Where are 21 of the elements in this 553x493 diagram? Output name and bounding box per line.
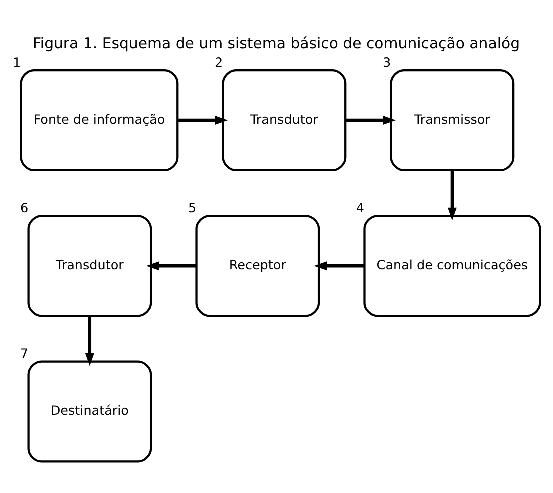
node-label: 5 bbox=[188, 201, 197, 216]
arrow bbox=[178, 116, 228, 124]
node-box: Transmissor bbox=[390, 68, 515, 172]
node-box: Canal de comunicações bbox=[364, 214, 542, 317]
node-box: Transdutor bbox=[222, 68, 347, 172]
diagram-title: Figura 1. Esquema de um sistema básico de comunicação analóg bbox=[32, 34, 520, 52]
node-label: 7 bbox=[20, 346, 29, 362]
node-label: 3 bbox=[383, 55, 392, 70]
arrow bbox=[314, 261, 364, 270]
node-box: Destinatário bbox=[28, 360, 152, 462]
node-label: 6 bbox=[20, 201, 29, 216]
node-label: 2 bbox=[215, 55, 224, 70]
arrow bbox=[346, 116, 396, 124]
arrow bbox=[448, 170, 457, 220]
arrow bbox=[85, 316, 94, 366]
node-box: Fonte de informação bbox=[20, 68, 179, 172]
node-box: Receptor bbox=[196, 214, 320, 317]
node-label: 4 bbox=[356, 201, 365, 216]
node-label: 1 bbox=[13, 55, 22, 70]
arrow bbox=[146, 261, 197, 270]
node-box: Transdutor bbox=[28, 214, 152, 317]
